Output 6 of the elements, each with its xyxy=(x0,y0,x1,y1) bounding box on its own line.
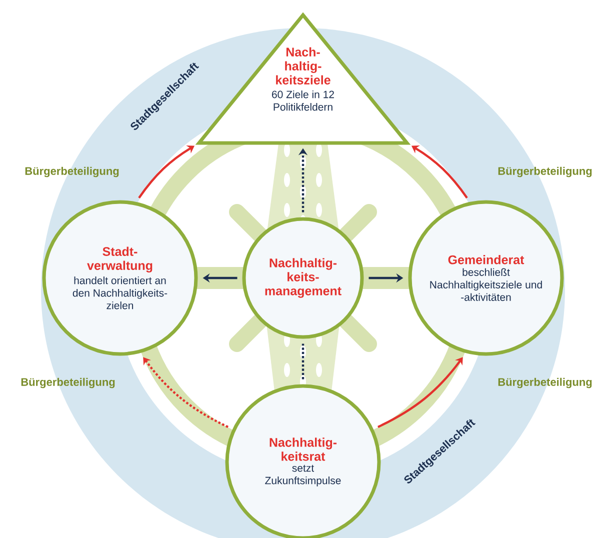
arrow xyxy=(378,357,463,428)
participation-label: Bürgerbeteiligung xyxy=(498,166,592,178)
arrow xyxy=(143,357,229,428)
participation-label: Bürgerbeteiligung xyxy=(25,166,119,178)
participation-label: Bürgerbeteiligung xyxy=(498,378,592,388)
participation-label: Bürgerbeteiligung xyxy=(21,378,115,388)
